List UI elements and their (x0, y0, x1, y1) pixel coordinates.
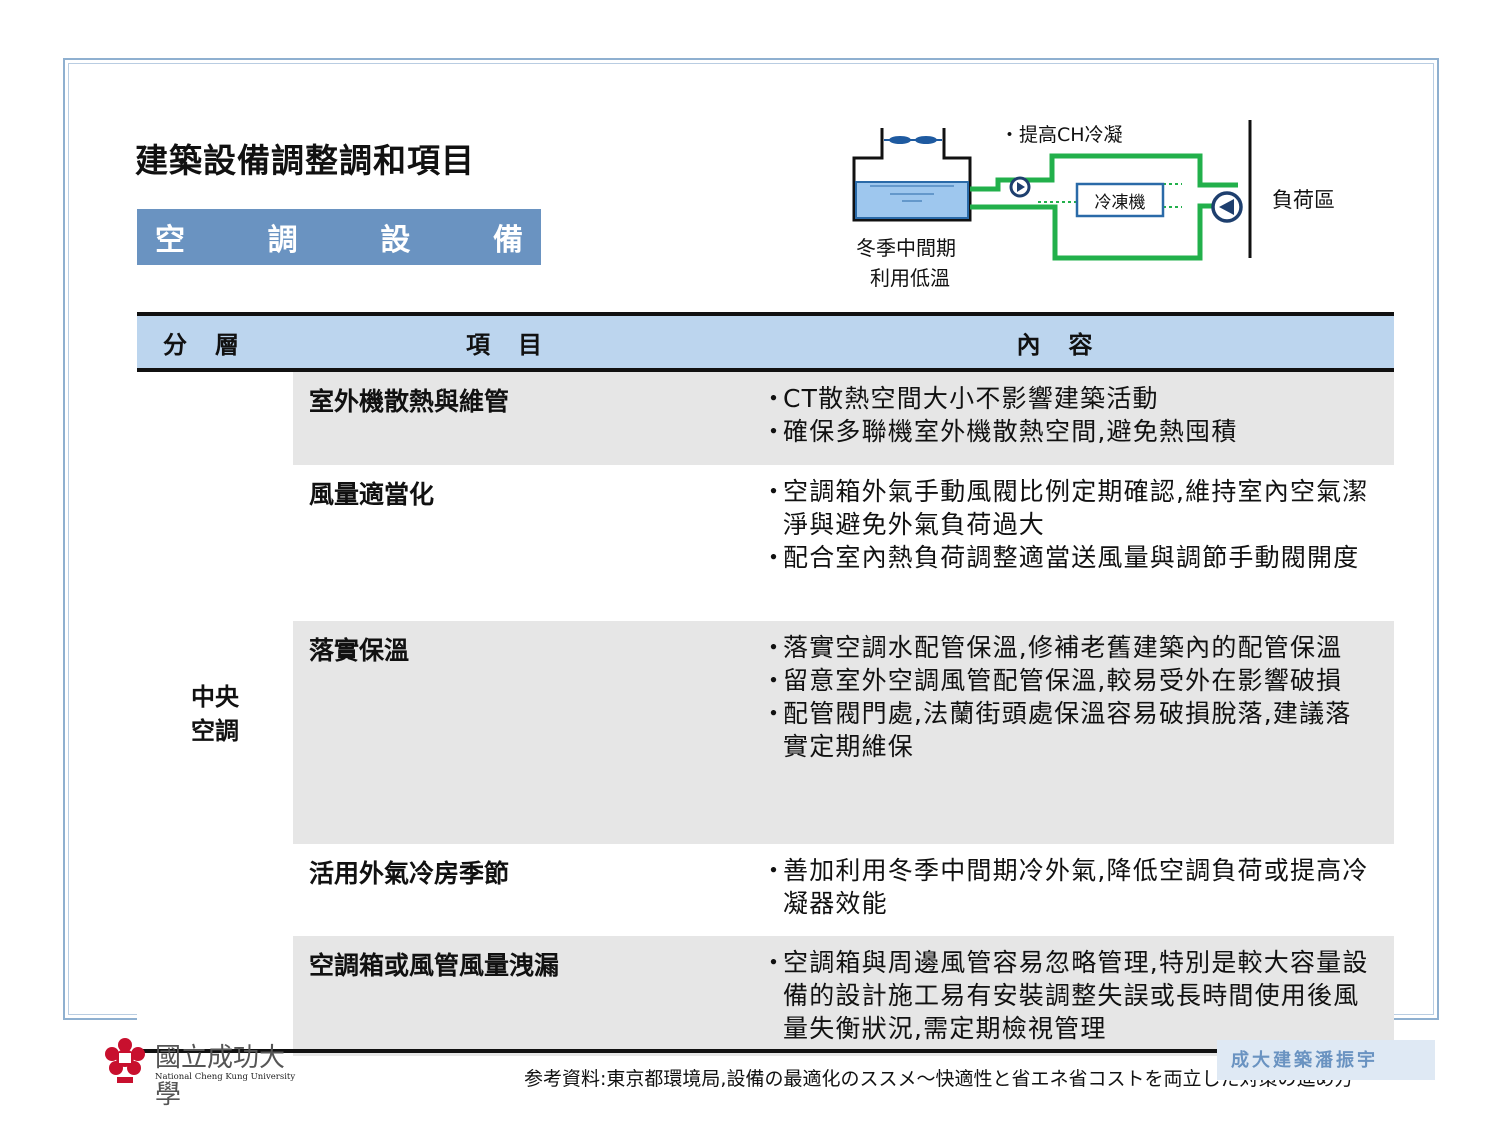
section-char: 調 (267, 223, 298, 258)
row-content: ・善加利用冬季中間期冷外氣,降低空調負荷或提高冷凝器效能 (761, 856, 1369, 918)
condenser-pipe-supply (970, 153, 1238, 192)
row-item: 空調箱或風管風量洩漏 (309, 951, 560, 980)
condenser-pipe-return (970, 203, 1238, 261)
bullet-text: 空調箱與周邊風管容易忽略管理,特別是較大容量設備的設計施工易有安裝調整失誤或長時… (783, 948, 1369, 1043)
load-label: 負荷區 (1272, 188, 1335, 212)
table-row: 室外機散熱與維管 ・CT散熱空間大小不影響建築活動 ・確保多聯機室外機散熱空間,… (293, 372, 1394, 465)
diagram-top-note: ・提高CH冷凝 (1000, 124, 1123, 146)
university-logo: 國立成功大學 National Cheng Kung University (103, 1037, 303, 1110)
table-row: 落實保溫 ・落實空調水配管保溫,修補老舊建築內的配管保溫 ・留意室外空調風管配管… (293, 621, 1394, 844)
bullet-text: 配合室內熱負荷調整適當送風量與調節手動閥開度 (783, 543, 1360, 572)
cooling-tower-water (855, 181, 969, 219)
row-item: 室外機散熱與維管 (309, 387, 510, 416)
header-item: 項目 (466, 330, 570, 359)
bullet-text: 善加利用冬季中間期冷外氣,降低空調負荷或提高冷凝器效能 (783, 856, 1369, 918)
chiller-label: 冷凍機 (1094, 192, 1146, 213)
section-char: 設 (380, 223, 411, 258)
reference-note: 参考資料:東京都環境局,設備の最適化のススメ～快適性と省エネ省コストを両立した対… (524, 1068, 1354, 1090)
row-content: ・CT散熱空間大小不影響建築活動 ・確保多聯機室外機散熱空間,避免熱囤積 (743, 372, 1394, 465)
diagram-svg (852, 120, 1252, 261)
bullet-text: CT散熱空間大小不影響建築活動 (783, 384, 1159, 413)
bullet-text: 落實空調水配管保溫,修補老舊建築內的配管保溫 (783, 633, 1343, 662)
cooling-tower-outline (852, 128, 972, 222)
row-item: 風量適當化 (309, 480, 435, 509)
table-row: 空調箱或風管風量洩漏 ・空調箱與周邊風管容易忽略管理,特別是較大容量設備的設計施… (293, 936, 1394, 1056)
university-name-en: National Cheng Kung University (155, 1072, 296, 1082)
university-name-cn: 國立成功大學 (155, 1043, 286, 1110)
table-bottom-rule (137, 1049, 1394, 1053)
row-content: ・空調箱外氣手動風閥比例定期確認,維持室內空氣潔淨與避免外氣負荷過大 ・配合室內… (761, 477, 1369, 572)
tower-caption: 利用低溫 (870, 266, 950, 290)
author-badge: 成大建築潘振宇 (1217, 1040, 1435, 1080)
bullet-text: 確保多聯機室外機散熱空間,避免熱囤積 (783, 417, 1238, 446)
tower-caption: 冬季中間期 (856, 236, 956, 260)
bullet-text: 留意室外空調風管配管保溫,較易受外在影響破損 (783, 666, 1343, 695)
category-cell: 中央 空調 (137, 372, 293, 1056)
chiller-box (1075, 182, 1165, 218)
row-content: ・落實空調水配管保溫,修補老舊建築內的配管保溫 ・留意室外空調風管配管保溫,較易… (743, 621, 1394, 844)
header-content: 內容 (1016, 330, 1121, 359)
category-line: 中央 (191, 683, 239, 711)
table-header: 分層 項目 內容 (137, 312, 1394, 372)
table-body: 中央 空調 室外機散熱與維管 ・CT散熱空間大小不影響建築活動 ・確保多聯機室外… (137, 372, 1394, 1056)
row-content: ・空調箱與周邊風管容易忽略管理,特別是較大容量設備的設計施工易有安裝調整失誤或長… (761, 948, 1369, 1043)
section-char: 空 (155, 223, 185, 258)
page-title: 建築設備調整調和項目 (135, 141, 475, 180)
chiller-diagram: ・提高CH冷凝 冷凍機 負荷區 冬季中間期 利用低溫 (840, 110, 1400, 300)
bullet-text: 空調箱外氣手動風閥比例定期確認,維持室內空氣潔淨與避免外氣負荷過大 (783, 477, 1369, 539)
bullet-text: 配管閥門處,法蘭街頭處保溫容易破損脫落,建議落實定期維保 (783, 699, 1352, 761)
table-row: 活用外氣冷房季節 ・善加利用冬季中間期冷外氣,降低空調負荷或提高冷凝器效能 (293, 844, 1394, 936)
header-layer: 分層 (163, 330, 267, 359)
section-char: 備 (492, 223, 523, 258)
category-line: 空調 (191, 717, 239, 745)
section-tag: 空 調 設 備 (137, 209, 541, 265)
items-table: 分層 項目 內容 中央 空調 室外機散熱與維管 ・CT散熱空間大小不影響建築活動… (137, 312, 1394, 1056)
ncku-emblem-icon (105, 1038, 145, 1083)
row-item: 落實保溫 (309, 636, 410, 665)
table-row: 風量適當化 ・空調箱外氣手動風閥比例定期確認,維持室內空氣潔淨與避免外氣負荷過大… (293, 465, 1394, 621)
row-item: 活用外氣冷房季節 (309, 859, 510, 888)
